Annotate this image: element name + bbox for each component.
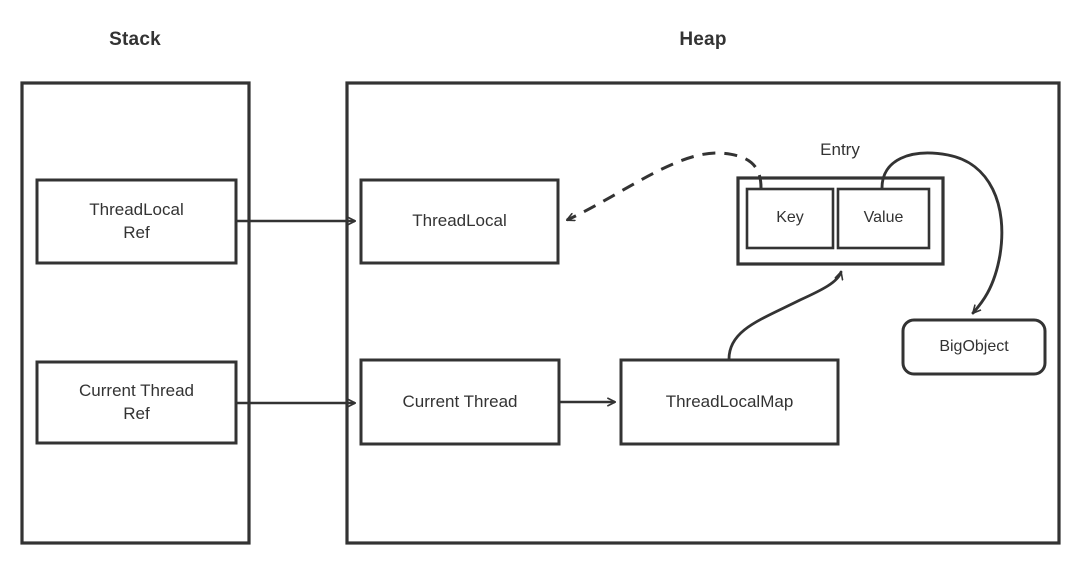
edge-key-to-threadlocal: [567, 151, 763, 222]
heap-region-title: Heap: [679, 29, 727, 50]
current-thread-box[interactable]: [359, 358, 561, 446]
current-thread-ref-box[interactable]: [35, 360, 238, 445]
entry-key-box[interactable]: [745, 187, 835, 250]
stack-region-title: Stack: [109, 29, 161, 50]
entry-value-box[interactable]: [836, 187, 931, 250]
edge-value-to-bigobject: [880, 151, 1004, 315]
thread-local-ref-box[interactable]: [35, 178, 238, 265]
edge-map-to-entry: [727, 270, 841, 361]
stack-region-box: [20, 81, 251, 545]
big-object-box[interactable]: [901, 318, 1047, 376]
thread-local-box[interactable]: [359, 178, 560, 265]
entry-label: Entry: [820, 140, 860, 159]
heap-region-box: [345, 81, 1061, 545]
thread-local-map-box[interactable]: [619, 358, 840, 446]
